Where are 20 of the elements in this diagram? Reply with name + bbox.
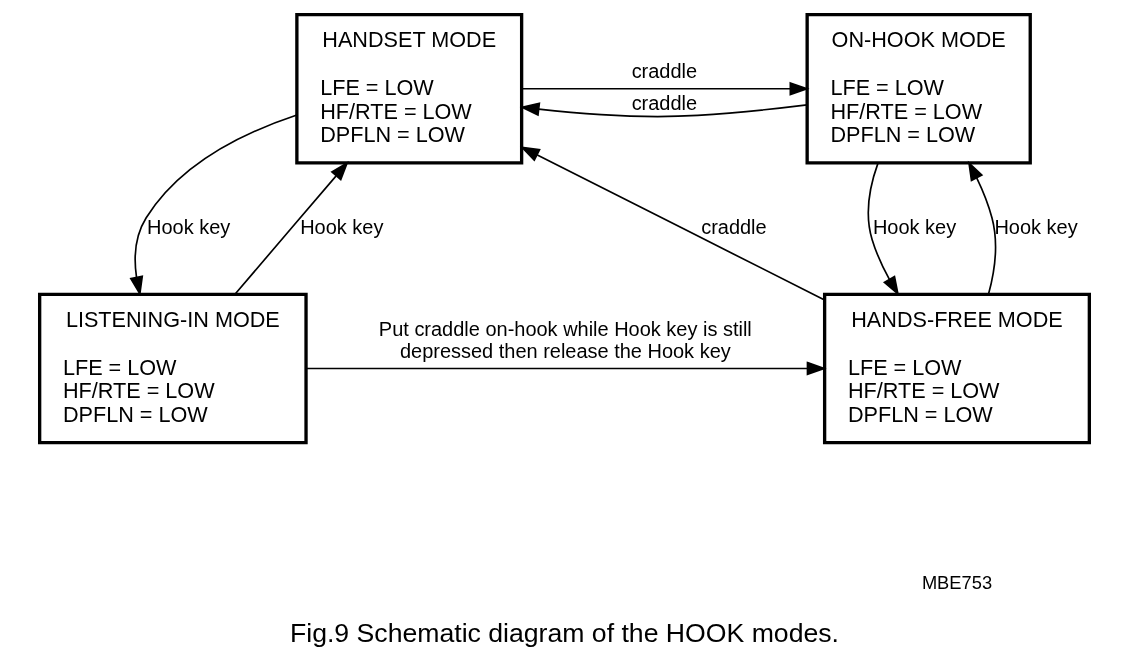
edge-label: craddle xyxy=(701,215,767,238)
arrow xyxy=(305,361,827,376)
edge-label: Hook key xyxy=(300,215,384,238)
node-box: ON-HOOK MODE LFE = LOW HF/RTE = LOW DPFLN = LOW xyxy=(805,13,1032,165)
node-box: HANDS-FREE MODE LFE = LOW HF/RTE = LOW DPFLN = LOW xyxy=(822,292,1091,445)
caption: Fig.9 Schematic diagram of the HOOK modes. xyxy=(290,618,839,648)
node-box: LISTENING-IN MODE LFE = LOW HF/RTE = LOW DPFLN = LOW xyxy=(38,292,308,445)
arrow xyxy=(867,162,900,296)
edge-label: Hook key xyxy=(147,215,231,238)
arrow xyxy=(967,160,997,295)
edge-label: craddle xyxy=(631,91,698,114)
arrow xyxy=(519,102,808,118)
node-box: HANDSET MODE LFE = LOW HF/RTE = LOW DPFLN = LOW xyxy=(295,13,524,165)
arrow xyxy=(520,81,810,96)
edge-label: craddle xyxy=(631,60,698,83)
arrow xyxy=(234,161,349,296)
edge-label: Hook key xyxy=(872,215,957,238)
edge-label: Put craddle on-hook while Hook key is still depressed then release the Hook key xyxy=(378,318,752,362)
edge-label: Hook key xyxy=(994,215,1078,238)
label: MBE753 xyxy=(921,571,993,593)
